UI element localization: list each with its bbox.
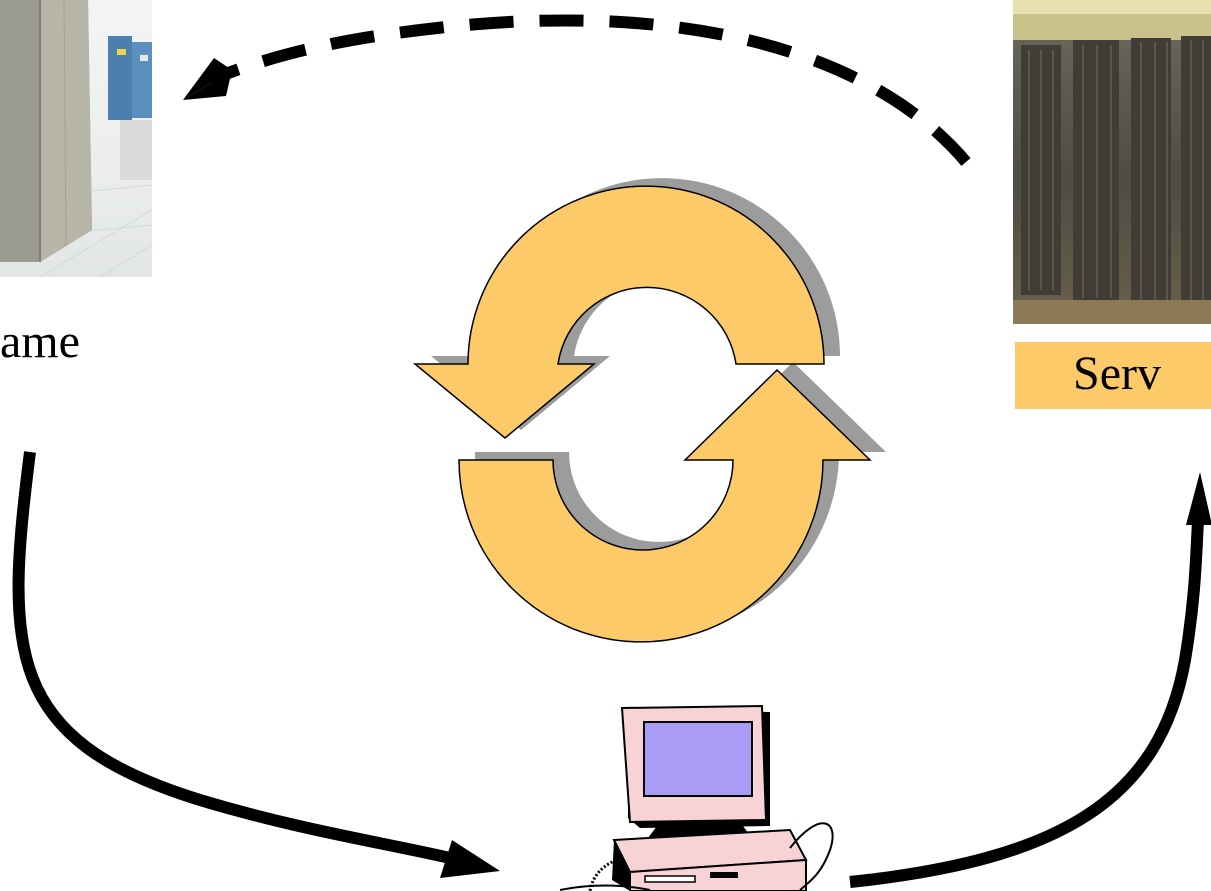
desktop-computer-icon — [0, 0, 1211, 891]
